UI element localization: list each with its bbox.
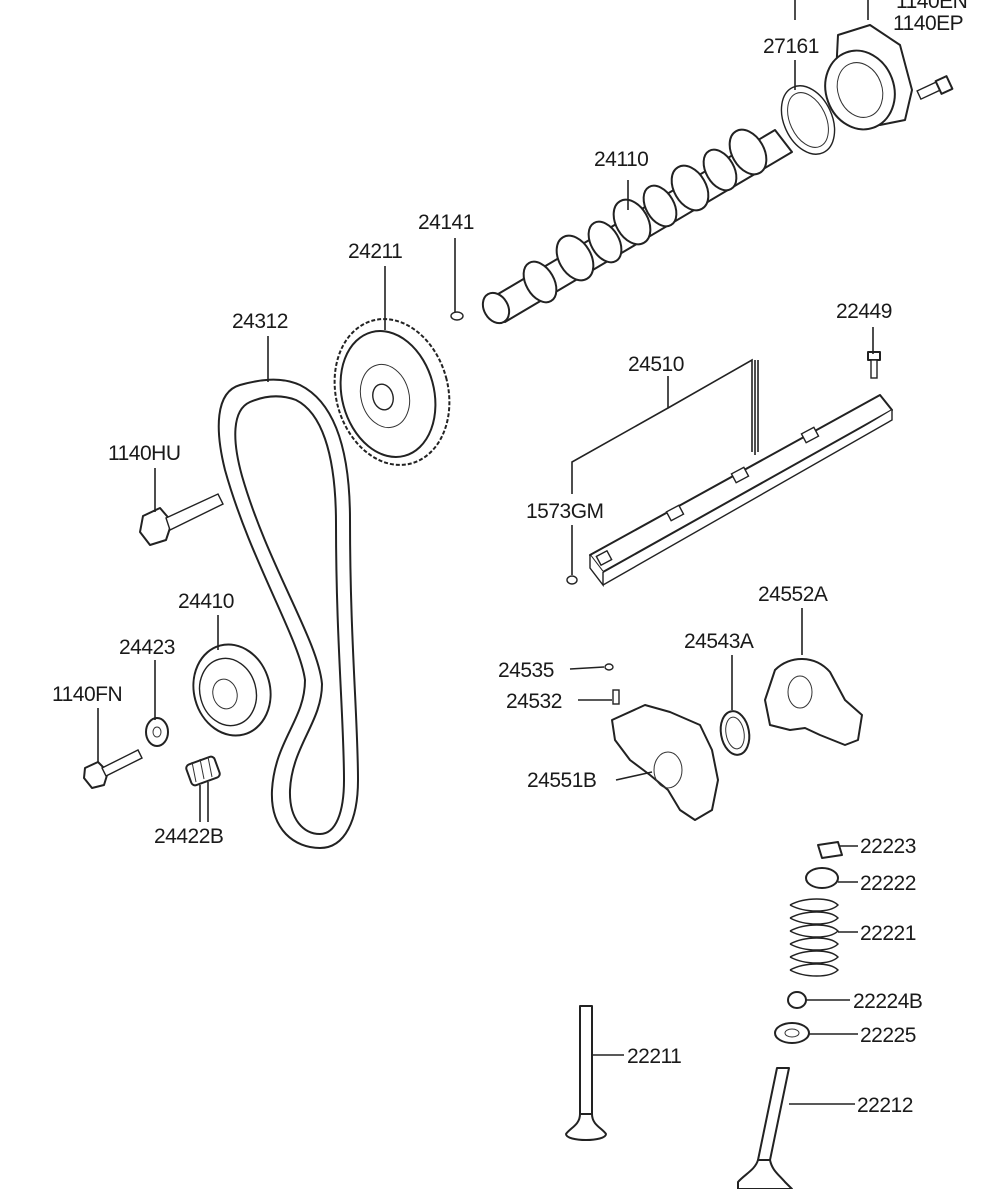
label-22223: 22223 [860,835,916,858]
label-22212: 22212 [857,1094,913,1117]
spring-24422b-part [185,755,221,787]
label-24552a: 24552A [758,583,828,606]
label-27161: 27161 [763,35,819,58]
bolt-22449-part [867,351,881,379]
label-24312: 24312 [232,310,288,333]
retainer-22222-part [805,867,839,889]
label-1140en: 1140EN [896,0,967,13]
cam-sprocket-part [333,318,451,466]
valve-22211-part [565,1005,607,1141]
label-1140fn: 1140FN [52,683,122,706]
seal-housing-part [780,24,913,155]
tensioner-pulley-part [192,643,272,737]
label-24543a: 24543A [684,630,754,653]
bolt-1140hu-part [139,493,224,546]
label-24110: 24110 [594,148,648,171]
label-24535: 24535 [498,659,554,682]
valve-22212-part [737,1067,793,1189]
label-24532: 24532 [506,690,562,713]
label-22221: 22221 [860,922,916,945]
label-22225: 22225 [860,1024,916,1047]
screw-24532-part [612,689,620,705]
label-1573gm: 1573GM [526,500,604,523]
label-22224b: 22224B [853,990,922,1013]
label-1140hu: 1140HU [108,442,181,465]
label-24423: 24423 [119,636,175,659]
leader-lines [97,0,874,1105]
timing-belt-part [217,378,359,849]
pin-24141-part [450,311,464,321]
nut-24535-part [604,663,614,671]
oring-24543a-part [719,710,751,756]
label-24551b: 24551B [527,769,596,792]
label-1140ep: 1140EP [893,12,963,35]
label-24141: 24141 [418,211,474,234]
label-24211: 24211 [348,240,402,263]
label-22211: 22211 [627,1045,681,1068]
washer-24423-part [145,717,169,747]
rocker-arm-24552a-part [764,658,863,746]
valve-seal-22224b-part [787,991,807,1009]
bolt-1140ep-part [916,75,954,101]
rocker-arm-24551b-part [611,704,719,821]
valve-spring-22221-part [789,898,839,977]
rocker-shaft-part [589,394,893,588]
label-22222: 22222 [860,872,916,895]
label-22449: 22449 [836,300,892,323]
bolt-1140fn-part [83,749,143,789]
plug-1573gm-part [566,575,578,585]
camshaft-part [481,128,793,325]
retainer-key-22223-part [817,841,843,859]
label-24510: 24510 [628,353,684,376]
label-24422b: 24422B [154,825,223,848]
spring-seat-22225-part [774,1022,810,1044]
label-24410: 24410 [178,590,234,613]
